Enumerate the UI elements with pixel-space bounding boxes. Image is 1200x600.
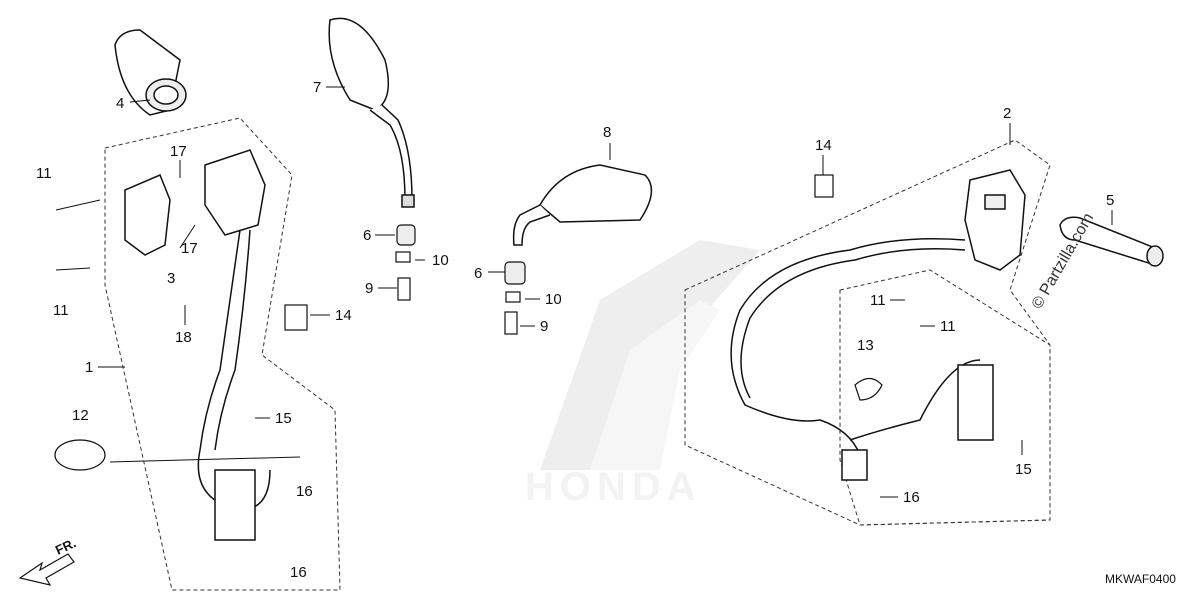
honda-brand-watermark: HONDA xyxy=(525,465,702,509)
callout-10-left: 10 xyxy=(432,252,449,269)
left-grip xyxy=(114,29,187,116)
right-switch-housing xyxy=(964,169,1026,271)
callout-labels: 4 7 11 17 17 3 11 18 6 10 9 14 1 12 15 1… xyxy=(36,79,1114,581)
front-direction-arrow: FR. xyxy=(18,535,78,586)
callout-7: 7 xyxy=(313,79,321,96)
right-grip xyxy=(1059,216,1164,267)
honda-wing-watermark: HONDA xyxy=(525,240,760,509)
right-wire-harness xyxy=(730,238,994,481)
callout-10-right: 10 xyxy=(545,291,562,308)
callout-11-lower-right: 11 xyxy=(940,318,956,335)
left-mirror xyxy=(328,17,415,208)
callout-11-upper-left: 11 xyxy=(36,165,52,182)
callout-13: 13 xyxy=(857,337,874,354)
callout-6-left: 6 xyxy=(363,227,371,244)
callout-6-right: 6 xyxy=(474,265,482,282)
callout-15-right: 15 xyxy=(1015,461,1032,478)
assembly-boundaries xyxy=(104,117,1051,591)
callout-11-lower-left: 11 xyxy=(53,302,69,319)
callout-4: 4 xyxy=(116,95,124,112)
callout-1: 1 xyxy=(85,359,93,376)
leader-lines xyxy=(55,86,1113,498)
callout-16-right: 16 xyxy=(903,489,920,506)
right-mirror xyxy=(512,164,653,246)
small-hardware xyxy=(54,174,883,471)
callout-14-left: 14 xyxy=(335,307,352,324)
callout-2: 2 xyxy=(1003,105,1011,122)
callout-11-upper-right: 11 xyxy=(870,292,886,309)
callout-9-left: 9 xyxy=(365,280,373,297)
front-direction-label: FR. xyxy=(53,535,78,557)
callout-14-right: 14 xyxy=(815,137,832,154)
callout-18: 18 xyxy=(175,329,192,346)
callout-17-upper: 17 xyxy=(170,143,187,160)
left-switch-assembly xyxy=(124,149,271,541)
callout-15-left: 15 xyxy=(275,410,292,427)
callout-16-lower-left: 16 xyxy=(290,564,307,581)
callout-8: 8 xyxy=(603,124,611,141)
callout-16-upper-left: 16 xyxy=(296,483,313,500)
callout-12: 12 xyxy=(72,407,89,424)
diagram-code: MKWAF0400 xyxy=(1105,572,1176,586)
callout-5: 5 xyxy=(1106,192,1114,209)
callout-3: 3 xyxy=(167,270,175,287)
callout-17-lower: 17 xyxy=(181,240,198,257)
callout-9-right: 9 xyxy=(540,318,548,335)
